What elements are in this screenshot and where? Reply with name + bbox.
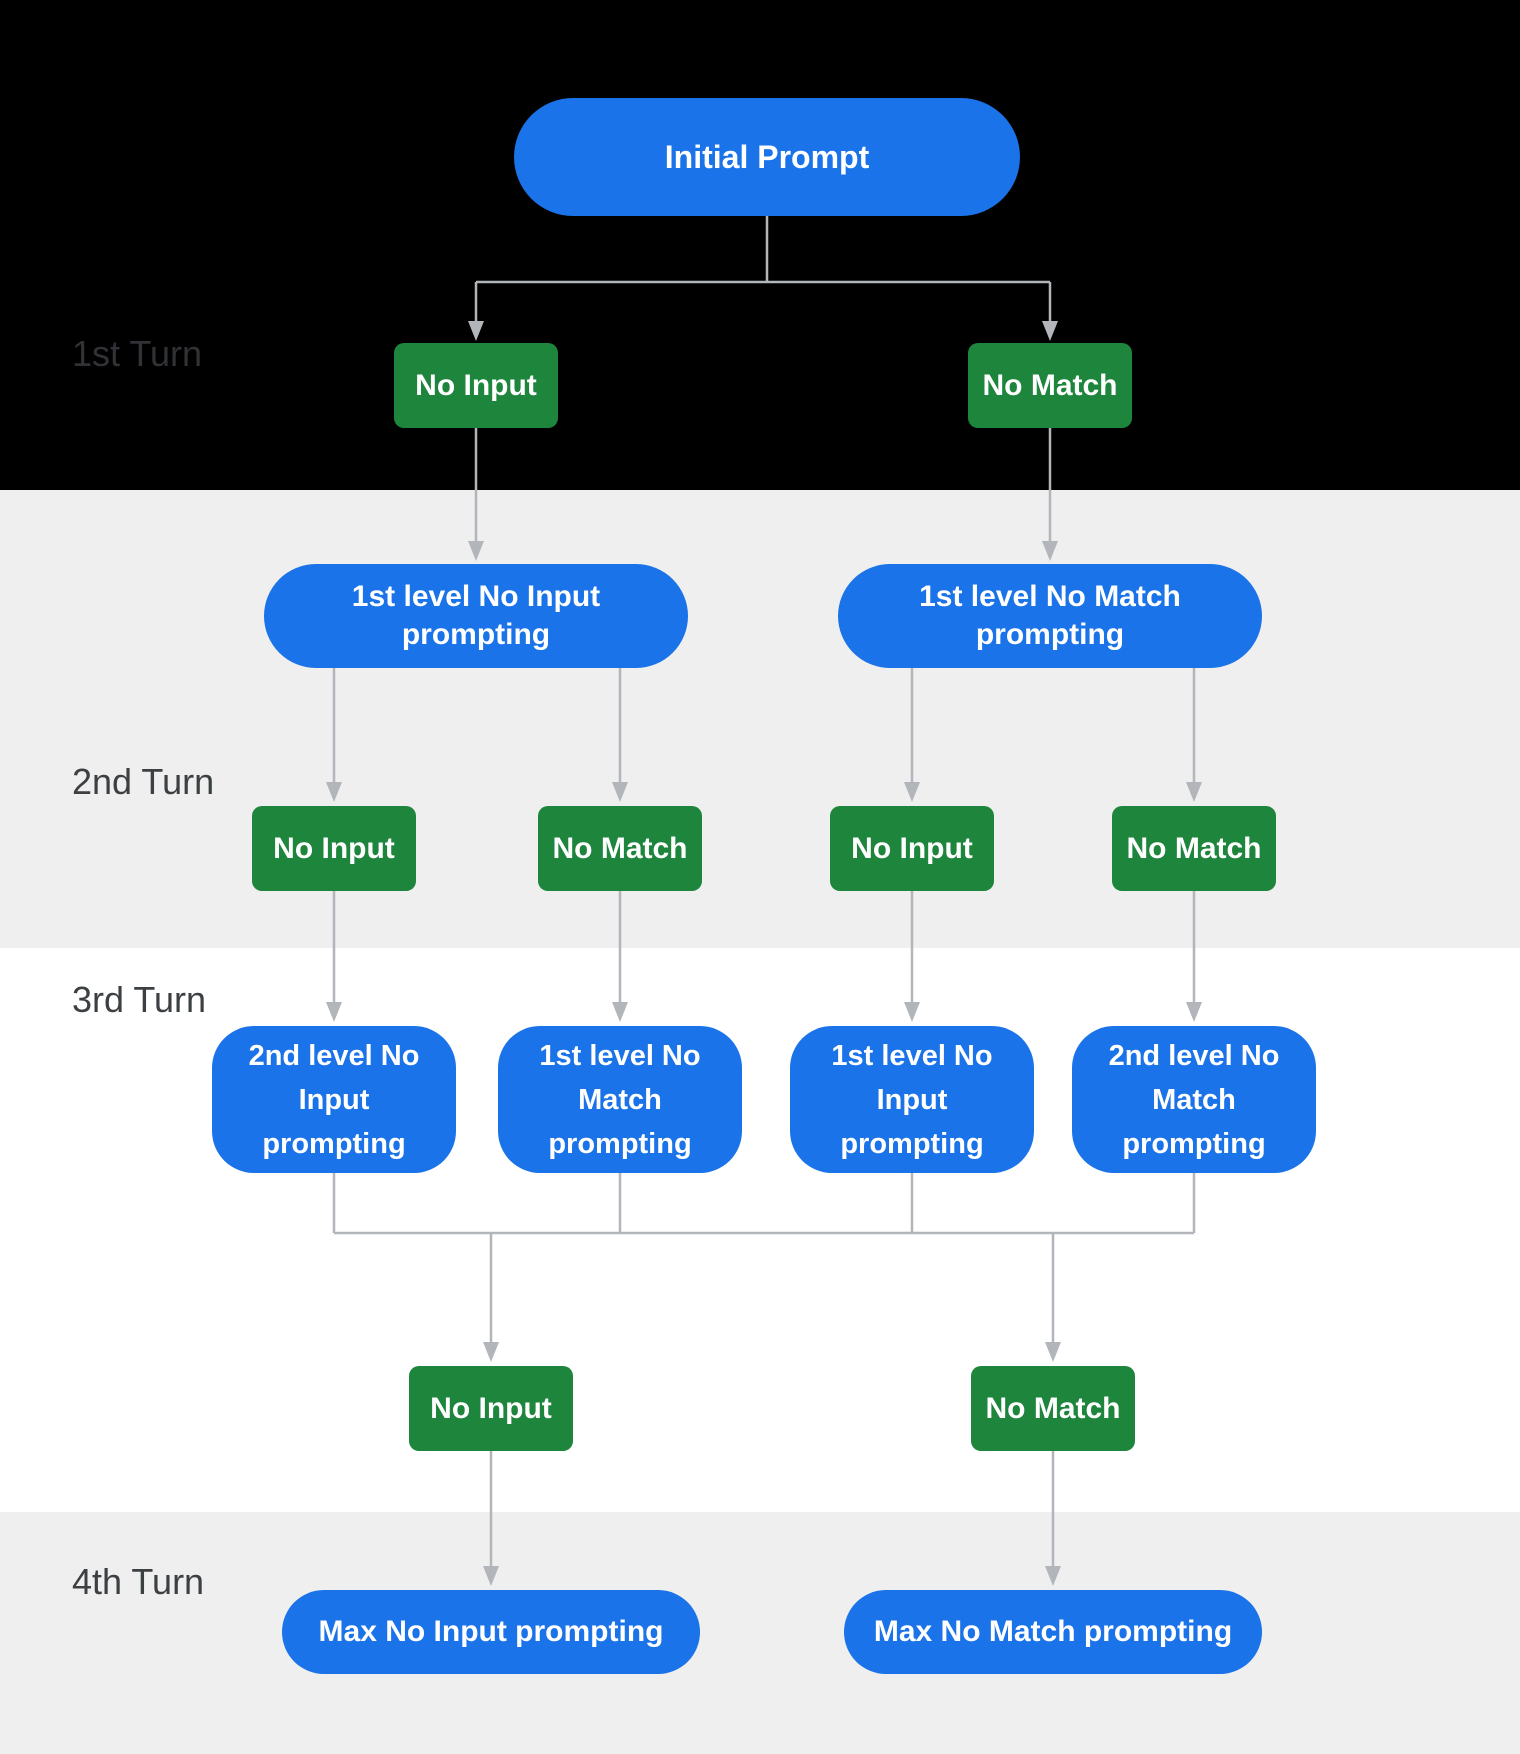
node-turn2-no-match-left: No Match xyxy=(538,806,702,891)
node-initial-prompt: Initial Prompt xyxy=(514,98,1020,216)
node-max-no-match-prompting: Max No Match prompting xyxy=(844,1590,1262,1674)
node-1st-level-no-input-prompting-2: 1st level No Input prompting xyxy=(790,1026,1034,1173)
node-1st-level-no-match-prompting: 1st level No Match prompting xyxy=(838,564,1262,668)
node-turn3-no-input: No Input xyxy=(409,1366,573,1451)
node-max-no-input-prompting: Max No Input prompting xyxy=(282,1590,700,1674)
node-turn2-no-match-right: No Match xyxy=(1112,806,1276,891)
arrowheads xyxy=(326,321,1202,1586)
node-2nd-level-no-match-prompting: 2nd level No Match prompting xyxy=(1072,1026,1316,1173)
node-turn3-no-match: No Match xyxy=(971,1366,1135,1451)
node-turn2-no-input-left: No Input xyxy=(252,806,416,891)
band-turn-4 xyxy=(0,1512,1520,1754)
connector-lines xyxy=(332,216,1196,1566)
node-1st-level-no-match-prompting-2: 1st level No Match prompting xyxy=(498,1026,742,1173)
turn-label-3: 3rd Turn xyxy=(72,979,207,1020)
turn-label-4: 4th Turn xyxy=(72,1561,205,1602)
node-2nd-level-no-input-prompting: 2nd level No Input prompting xyxy=(212,1026,456,1173)
node-turn2-no-input-right: No Input xyxy=(830,806,994,891)
turn-label-1: 1st Turn xyxy=(72,333,203,374)
node-turn1-no-match: No Match xyxy=(968,343,1132,428)
node-turn1-no-input: No Input xyxy=(394,343,558,428)
node-1st-level-no-input-prompting: 1st level No Input prompting xyxy=(264,564,688,668)
turn-label-2: 2nd Turn xyxy=(72,761,215,802)
band-turn-1 xyxy=(0,0,1520,490)
